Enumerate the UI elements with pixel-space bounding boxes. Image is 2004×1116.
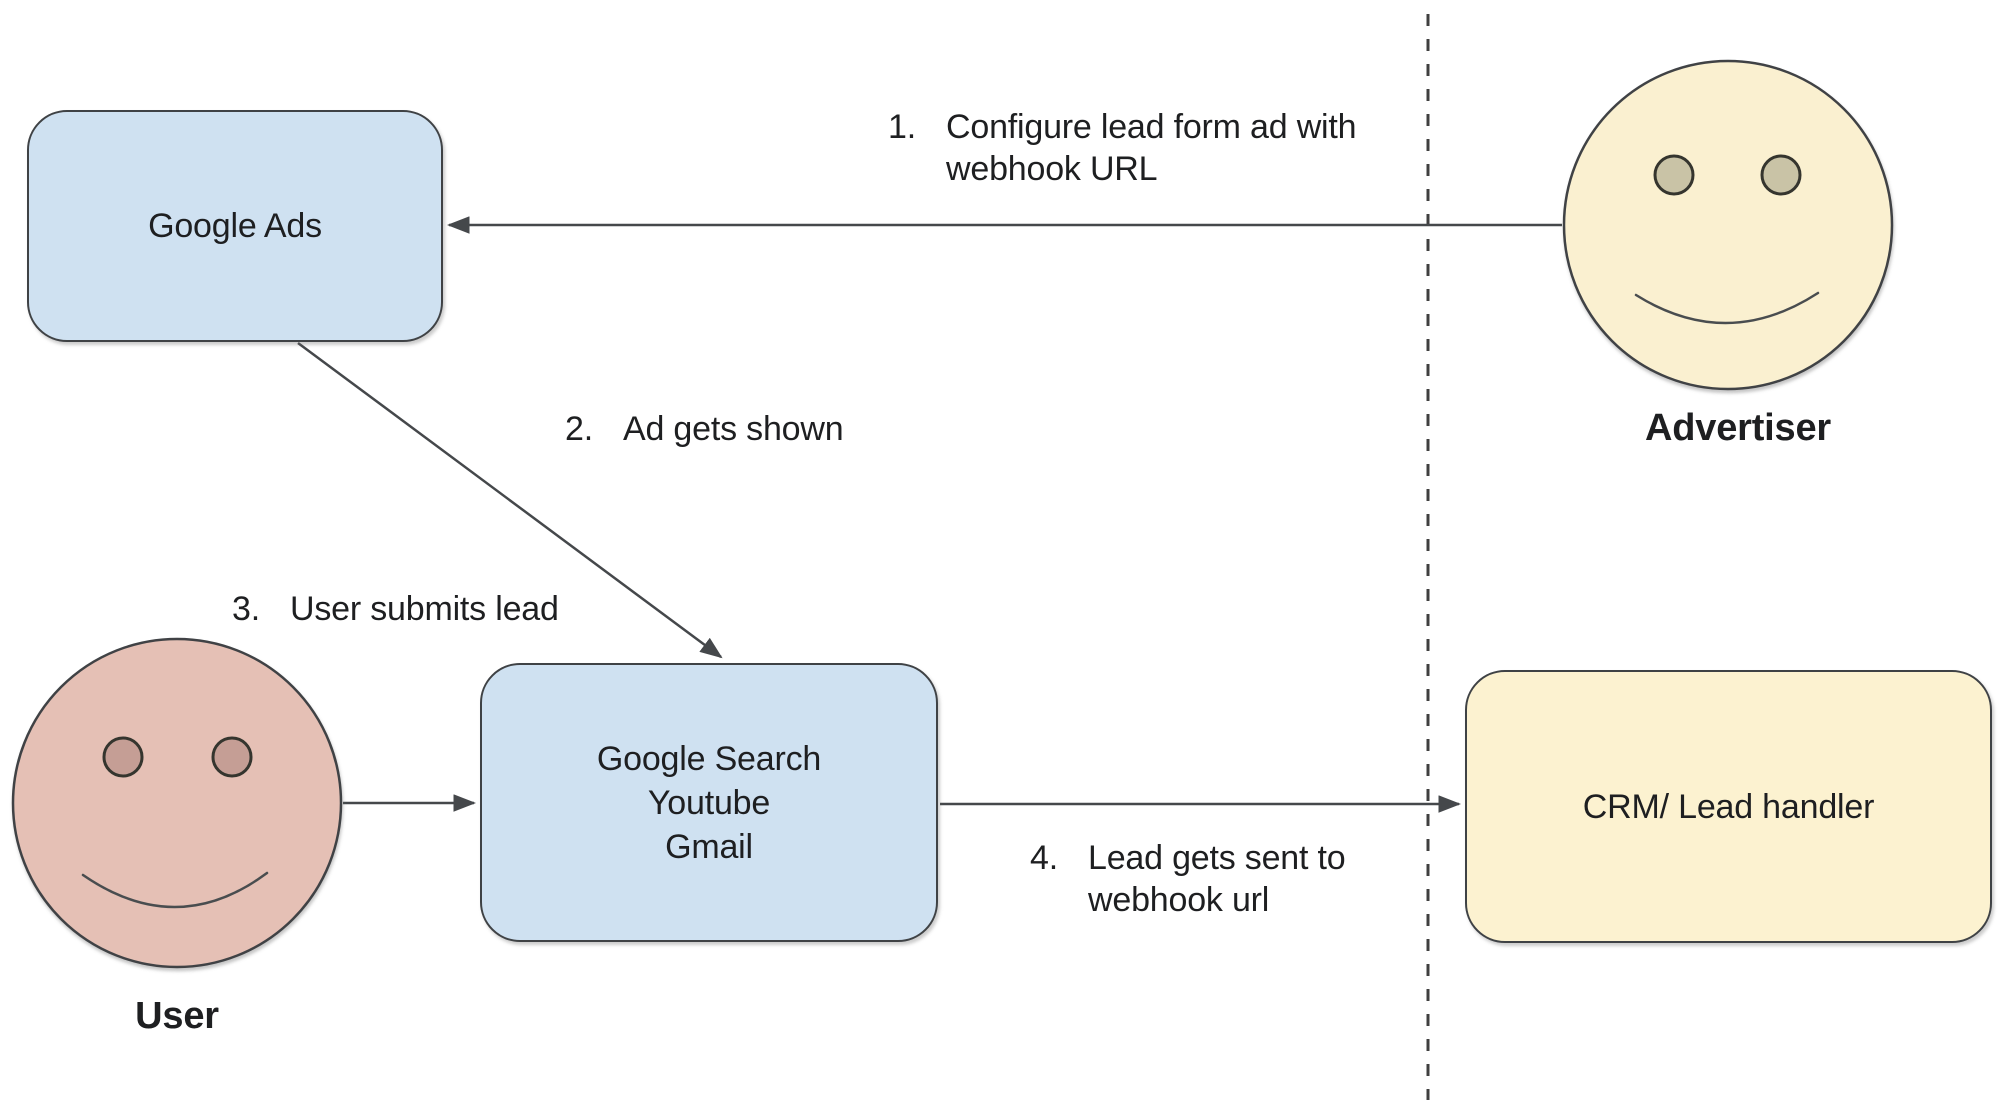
advertiser-smile-icon (1634, 291, 1820, 325)
step-4-text: Lead gets sent to webhook url (1088, 839, 1346, 919)
user-label: User (135, 995, 219, 1037)
node-surfaces-line-2: Youtube (647, 783, 771, 822)
node-google-surfaces: Google Search Youtube Gmail (480, 663, 938, 942)
node-google-ads: Google Ads (27, 110, 443, 342)
user-smile-icon (81, 871, 269, 909)
user-head (11, 637, 343, 969)
step-label-3: 3. User submits lead (232, 588, 559, 630)
node-google-ads-label: Google Ads (148, 207, 322, 245)
step-4-number: 4. (1030, 839, 1058, 877)
step-label-2: 2. Ad gets shown (565, 408, 844, 450)
step-label-4: 4. Lead gets sent to webhook url (1030, 837, 1346, 921)
step-2-text: Ad gets shown (623, 410, 844, 448)
node-surfaces-line-1: Google Search (596, 739, 822, 778)
step-1-number: 1. (888, 108, 916, 146)
step-2-number: 2. (565, 410, 593, 448)
arrow-ad-gets-shown (297, 341, 723, 659)
step-1-text: Configure lead form ad with webhook URL (946, 108, 1357, 188)
step-3-number: 3. (232, 590, 260, 628)
step-label-1: 1. Configure lead form ad with webhook U… (888, 106, 1357, 190)
advertiser-left-eye-icon (1653, 154, 1695, 196)
user-face (11, 637, 343, 969)
node-crm-lead-handler: CRM/ Lead handler (1465, 670, 1992, 943)
step-3-text: User submits lead (290, 590, 559, 628)
advertiser-face (1562, 59, 1894, 391)
user-right-eye-icon (211, 736, 253, 778)
advertiser-right-eye-icon (1760, 154, 1802, 196)
node-surfaces-line-3: Gmail (665, 827, 753, 866)
advertiser-head (1562, 59, 1894, 391)
advertiser-label: Advertiser (1645, 407, 1831, 449)
node-crm-label: CRM/ Lead handler (1582, 787, 1875, 826)
user-left-eye-icon (102, 736, 144, 778)
